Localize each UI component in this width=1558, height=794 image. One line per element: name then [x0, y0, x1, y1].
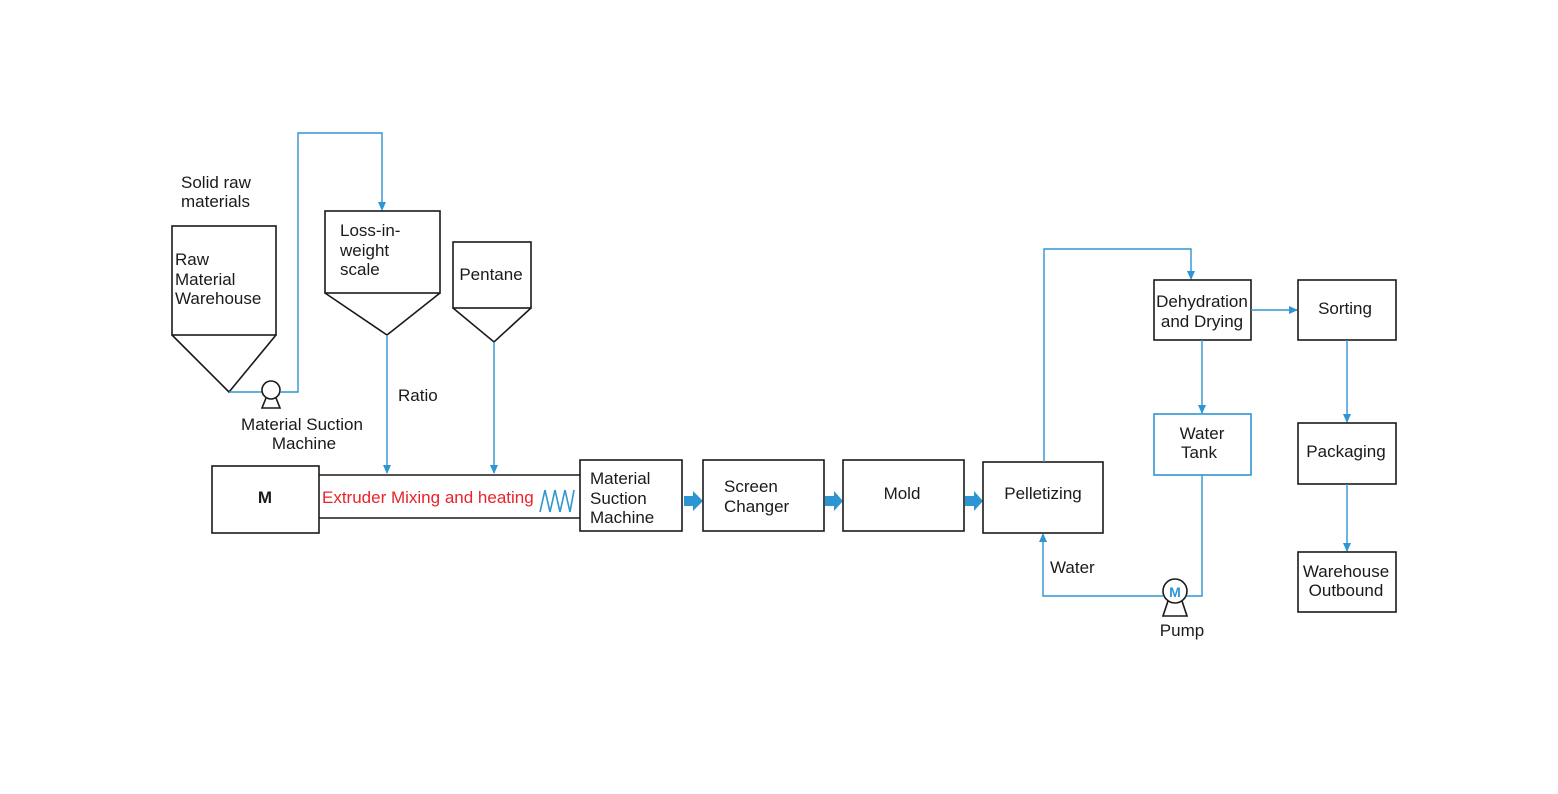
loss-in-weight-label-line3: scale	[340, 260, 380, 279]
sorting-box	[1297, 279, 1397, 341]
water-pump-icon	[1161, 578, 1189, 617]
suction-machine-label-line2: Machine	[272, 434, 336, 453]
loss-in-weight-label-line1: Loss-in-	[340, 221, 400, 240]
solid-raw-label-line2: materials	[181, 192, 250, 211]
material-suction-machine-box	[579, 459, 683, 532]
dehydration-label-line1: Dehydration	[1156, 292, 1248, 311]
warehouse-outbound-box	[1297, 551, 1397, 613]
loss-in-weight-scale-hopper	[324, 210, 441, 336]
warehouse-outbound-label-line1: Warehouse	[1303, 562, 1389, 581]
heater-coil-icon	[539, 489, 575, 513]
block-arrow-icon	[825, 491, 843, 511]
extruder-label: Extruder Mixing and heating	[322, 488, 534, 507]
screen-changer-label-line2: Changer	[724, 497, 790, 516]
warehouse-outbound-label-line2: Outbound	[1309, 581, 1384, 600]
dehydration-drying-box	[1153, 279, 1252, 341]
suction-machine-label-line1: Material Suction	[241, 415, 363, 434]
solid-raw-label-line1: Solid raw	[181, 173, 252, 192]
block-arrow-icon	[965, 491, 983, 511]
raw-warehouse-label-line2: Material	[175, 270, 235, 289]
packaging-box	[1297, 422, 1397, 485]
water-label: Water	[1050, 558, 1095, 577]
ratio-label: Ratio	[398, 386, 438, 405]
packaging-label: Packaging	[1306, 442, 1385, 461]
mold-box	[842, 459, 965, 532]
raw-warehouse-label-line3: Warehouse	[175, 289, 261, 308]
flow-pump-to-pelletizing	[1039, 533, 1163, 597]
mold-label: Mold	[884, 484, 921, 503]
raw-warehouse-label-line1: Raw	[175, 250, 210, 269]
pump-label: Pump	[1160, 621, 1204, 640]
flow-tank-to-pump	[1187, 475, 1203, 597]
pump-motor-label: M	[1169, 584, 1181, 600]
flow-pelletizing-to-dehydration	[1043, 248, 1195, 462]
raw-material-warehouse-silo	[171, 225, 277, 394]
block-arrow-icon	[684, 491, 703, 511]
material-suction-pump-icon	[229, 380, 282, 409]
motor-label: M	[258, 488, 272, 507]
flow-pump-to-scale	[280, 132, 386, 393]
pentane-hopper	[452, 241, 532, 344]
screen-changer-label-line1: Screen	[724, 477, 778, 496]
water-tank-label-line2: Tank	[1181, 443, 1217, 462]
pelletizing-box	[982, 461, 1104, 534]
screen-changer-box	[702, 459, 825, 532]
extruder-barrel	[319, 474, 580, 519]
motor-box	[211, 465, 320, 534]
suction-box-label-line3: Machine	[590, 508, 654, 527]
pelletizing-label: Pelletizing	[1004, 484, 1082, 503]
pentane-label: Pentane	[459, 265, 522, 284]
suction-box-label-line2: Suction	[590, 489, 647, 508]
dehydration-label-line2: and Drying	[1161, 312, 1243, 331]
water-tank-label-line1: Water	[1180, 424, 1225, 443]
water-tank-box	[1153, 413, 1252, 476]
sorting-label: Sorting	[1318, 299, 1372, 318]
suction-box-label-line1: Material	[590, 469, 650, 488]
loss-in-weight-label-line2: weight	[339, 241, 389, 260]
